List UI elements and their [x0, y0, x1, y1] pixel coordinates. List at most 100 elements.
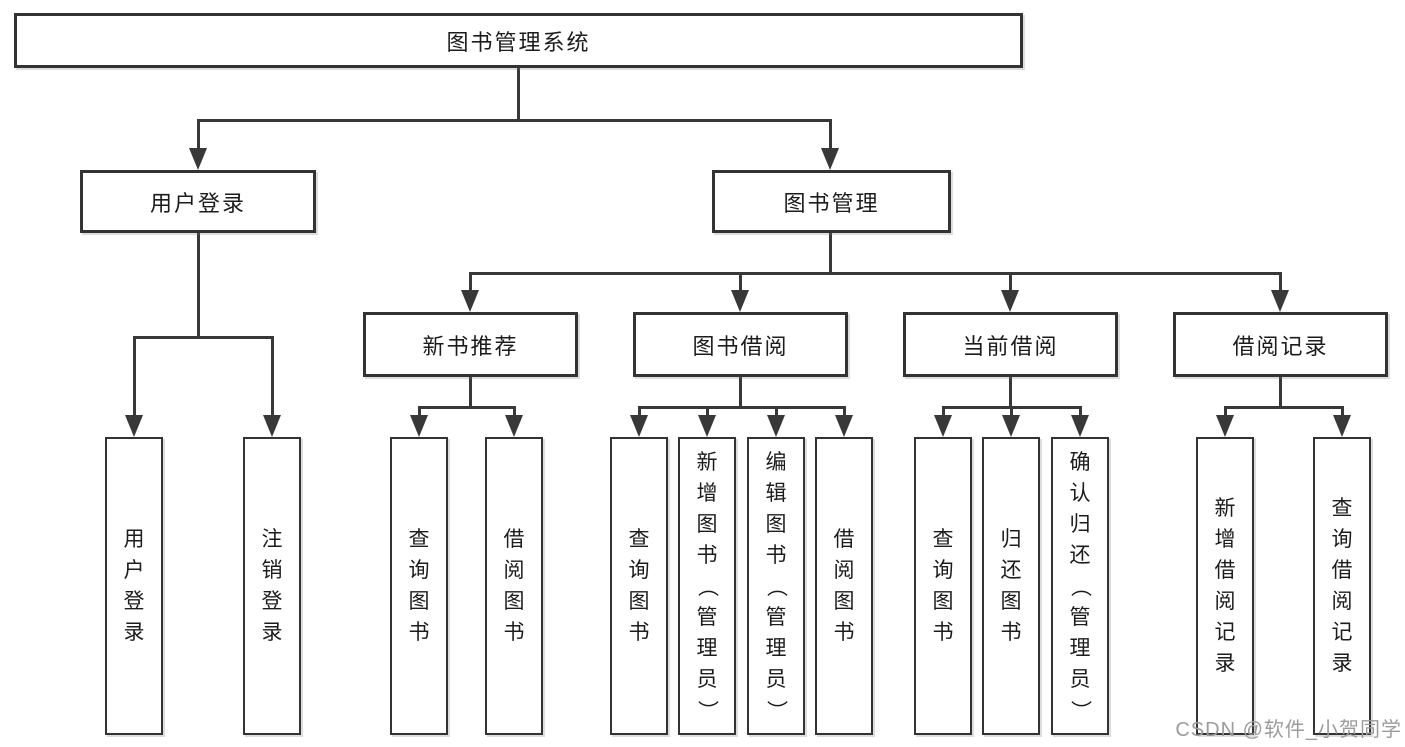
node-label-char: 阅: [833, 559, 855, 582]
node-label-char: 书: [932, 621, 954, 644]
node-label-char: 书: [833, 621, 855, 644]
arrow-stem: [1278, 272, 1282, 292]
node-label-char: 增: [696, 481, 718, 505]
connector-bar: [417, 406, 516, 409]
arrow-stem: [270, 336, 274, 417]
node-label-char: 理: [1069, 636, 1091, 660]
arrow-stem: [828, 119, 832, 150]
connector-stem: [468, 377, 472, 406]
node-new-book-rec: 新书推荐: [363, 312, 578, 377]
node-borrow-record: 借阅记录: [1173, 312, 1388, 377]
node-book-mgmt: 图书管理: [712, 170, 951, 233]
arrow-down-icon: [189, 148, 207, 170]
arrow-stem: [132, 336, 136, 417]
arrow-down-icon: [821, 148, 839, 170]
node-label-char: （: [1068, 575, 1092, 597]
connector-bar: [1223, 406, 1344, 409]
node-label-char: 录: [1331, 652, 1353, 675]
node-label-char: 查: [1331, 497, 1353, 520]
node-current-borrow: 当前借阅: [903, 312, 1118, 377]
node-user-login: 用户登录: [80, 170, 316, 233]
connector-stem: [828, 233, 832, 272]
node-label-char: 阅: [1331, 590, 1353, 613]
connector-bar: [637, 406, 846, 409]
node-label-char: 管: [1069, 605, 1091, 629]
arrow-down-icon: [1271, 290, 1289, 312]
node-leaf-return-book: 归还图书: [982, 437, 1040, 735]
node-label-char: 书: [765, 543, 787, 567]
node-label-char: 增: [1214, 528, 1236, 551]
node-label-char: 图: [408, 590, 430, 613]
node-label-char: 员: [696, 667, 718, 691]
connector-bar: [132, 336, 274, 339]
node-label-char: 户: [123, 559, 145, 582]
node-label-char: 阅: [1214, 590, 1236, 613]
connector-stem: [196, 233, 200, 336]
node-label-char: 新: [696, 450, 718, 474]
node-label-char: 管: [765, 605, 787, 629]
node-label-char: 查: [932, 528, 954, 551]
node-leaf-confirm-return: 确认归还（管理员）: [1051, 437, 1109, 735]
node-label-char: ）: [764, 699, 788, 721]
node-label-char: 询: [1331, 528, 1353, 551]
node-leaf-user-login: 用户登录: [105, 437, 163, 735]
node-label-char: ）: [695, 699, 719, 721]
node-label-char: 归: [1000, 528, 1022, 551]
arrow-stem: [1223, 406, 1227, 417]
arrow-stem: [774, 406, 778, 417]
arrow-down-icon: [1333, 415, 1351, 437]
arrow-stem: [1078, 406, 1082, 417]
node-label-char: 询: [932, 559, 954, 582]
arrow-down-icon: [934, 415, 952, 437]
arrow-down-icon: [125, 415, 143, 437]
arrow-stem: [705, 406, 709, 417]
node-label-char: 用: [123, 528, 145, 551]
connector-bar: [468, 272, 1282, 275]
connector-stem: [516, 68, 520, 119]
node-leaf-query-book-1: 查询图书: [390, 437, 448, 735]
node-root: 图书管理系统: [14, 13, 1023, 68]
node-label-char: 录: [123, 621, 145, 644]
node-label-char: 书: [1000, 621, 1022, 644]
node-leaf-add-record: 新增借阅记录: [1196, 437, 1254, 735]
node-label-char: 借: [833, 528, 855, 551]
arrow-stem: [468, 272, 472, 292]
node-label-char: 借: [1331, 559, 1353, 582]
node-label-char: 记: [1214, 621, 1236, 644]
node-label-char: 还: [1069, 543, 1091, 567]
arrow-down-icon: [505, 415, 523, 437]
arrow-down-icon: [767, 415, 785, 437]
node-leaf-borrow-book-2: 借阅图书: [815, 437, 873, 735]
node-label-char: 新: [1214, 497, 1236, 520]
arrow-down-icon: [1216, 415, 1234, 437]
node-label-char: 登: [123, 590, 145, 613]
node-label-char: 理: [765, 636, 787, 660]
arrow-down-icon: [1002, 415, 1020, 437]
arrow-stem: [417, 406, 421, 417]
node-label-char: 编: [765, 450, 787, 474]
node-leaf-query-book-2: 查询图书: [610, 437, 668, 735]
arrow-stem: [1340, 406, 1344, 417]
arrow-down-icon: [461, 290, 479, 312]
node-label-char: 图: [696, 512, 718, 536]
connector-bar: [196, 119, 832, 122]
node-label-char: 阅: [503, 559, 525, 582]
node-label-char: 认: [1069, 481, 1091, 505]
connector-stem: [738, 377, 742, 406]
node-leaf-add-book: 新增图书（管理员）: [678, 437, 736, 735]
node-label-char: 记: [1331, 621, 1353, 644]
node-leaf-logout: 注销登录: [243, 437, 301, 735]
node-leaf-edit-book: 编辑图书（管理员）: [747, 437, 805, 735]
node-label-char: 询: [628, 559, 650, 582]
node-label-char: （: [764, 575, 788, 597]
node-label-char: 书: [503, 621, 525, 644]
node-label-char: 查: [408, 528, 430, 551]
arrow-stem: [637, 406, 641, 417]
arrow-stem: [512, 406, 516, 417]
arrow-down-icon: [731, 290, 749, 312]
arrow-down-icon: [698, 415, 716, 437]
node-leaf-query-record: 查询借阅记录: [1313, 437, 1371, 735]
arrow-down-icon: [1071, 415, 1089, 437]
arrow-down-icon: [630, 415, 648, 437]
